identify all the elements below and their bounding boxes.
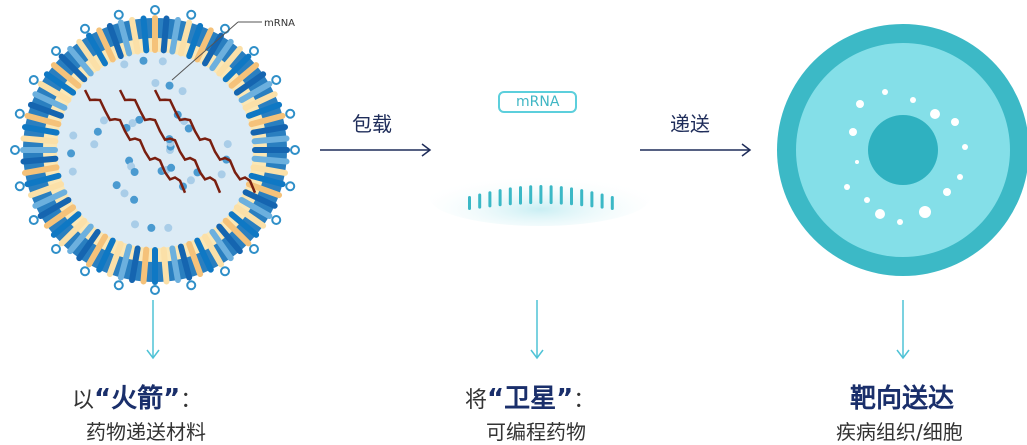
lipid-nanoparticle-illustration: mRNA (10, 5, 300, 295)
target-cell-illustration (777, 24, 1027, 276)
down-arrow-icon (146, 300, 160, 360)
caption-rocket: 以“火箭”： (72, 384, 203, 414)
down-arrow-icon (896, 300, 910, 360)
mrna-strand-illustration (430, 170, 650, 226)
mrna-tag: mRNA (498, 91, 578, 113)
caption-satellite: 将“卫星”： (465, 384, 596, 414)
deliver-label: 递送 (670, 112, 710, 136)
nucleus (868, 115, 938, 185)
down-arrow-icon (530, 300, 544, 360)
mrna-pointer-line (171, 21, 239, 81)
mrna-pointer-label: mRNA (264, 18, 295, 29)
caption-target-sub: 疾病组织/细胞 (836, 420, 963, 444)
caption-rocket-sub: 药物递送材料 (86, 420, 206, 444)
caption-satellite-sub: 可编程药物 (486, 420, 586, 444)
caption-target: 靶向送达 (850, 384, 955, 414)
encapsulate-label: 包载 (352, 112, 392, 136)
right-arrow-icon (320, 143, 432, 157)
right-arrow-icon (640, 143, 752, 157)
